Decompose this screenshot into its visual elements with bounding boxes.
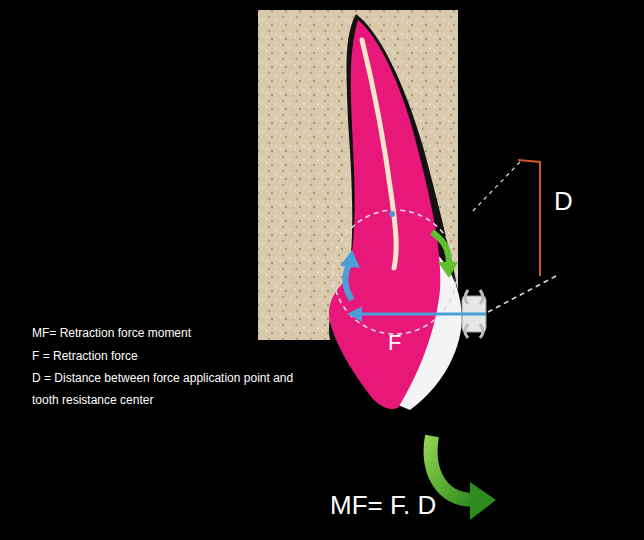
moment-arrow-small <box>432 232 449 266</box>
resistance-center <box>389 211 395 217</box>
counter-arrow-head <box>340 250 360 268</box>
dimension-label: D <box>554 186 573 217</box>
tooth-crown-root <box>329 20 440 409</box>
center-leader <box>470 162 520 214</box>
pulp-canal <box>362 40 396 268</box>
moment-arrow-large-head <box>470 482 496 520</box>
formula: MF= F. D <box>330 490 436 521</box>
moment-arrow-head <box>438 262 458 278</box>
distance-leader <box>488 276 556 312</box>
legend-note: MF= Retraction force moment <box>32 322 312 344</box>
moment-arrow-large <box>431 436 474 500</box>
legend-note: D = Distance between force application p… <box>32 367 308 411</box>
distance-bracket <box>518 160 540 276</box>
legend-note: F = Retraction force <box>32 345 312 367</box>
force-label: F <box>388 330 401 356</box>
counter-arrow <box>345 262 352 300</box>
force-arrow <box>350 313 486 316</box>
